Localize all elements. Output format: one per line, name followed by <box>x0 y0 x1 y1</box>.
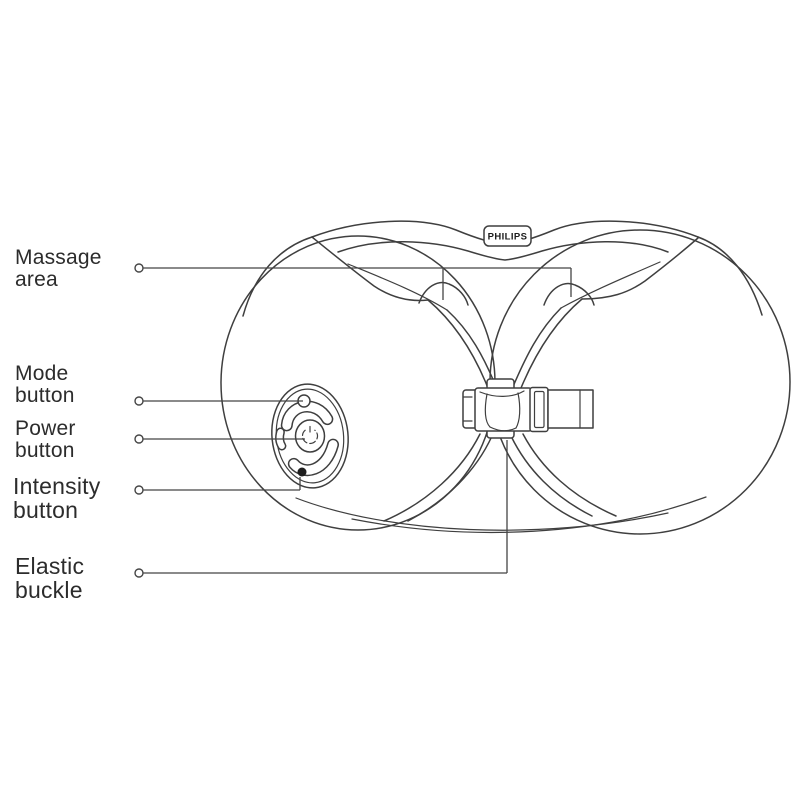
philips-badge-label: PHILIPS <box>488 232 528 243</box>
buckle-slot <box>529 386 549 433</box>
front-straps <box>427 298 583 390</box>
right-cushion <box>489 229 791 535</box>
label-power-button: Power button <box>15 417 76 462</box>
buckle-strap <box>547 389 594 429</box>
callout-dot-power-button <box>134 434 144 444</box>
label-mode-button: Mode button <box>15 362 75 407</box>
callout-dot-elastic-buckle <box>134 568 144 578</box>
control-dial <box>271 383 349 489</box>
callout-dot-mode-button <box>134 396 144 406</box>
label-intensity-button: Intensity button <box>13 473 101 523</box>
power-button-face <box>294 419 326 453</box>
callout-dot-intensity-button <box>134 485 144 495</box>
massage-roller-right <box>543 282 595 306</box>
buckle-body <box>474 387 533 432</box>
leader-power-button <box>134 434 305 444</box>
right-flap <box>560 236 763 316</box>
label-massage-area: Massage area <box>15 246 102 291</box>
leader-mode-button <box>134 396 303 406</box>
intensity-dot-icon <box>297 467 307 477</box>
philips-badge: PHILIPS <box>483 225 532 247</box>
label-elastic-buckle: Elastic buckle <box>15 553 85 603</box>
leader-elastic-buckle <box>134 440 508 578</box>
leader-massage-area <box>134 263 572 300</box>
power-icon <box>301 425 319 444</box>
callout-dot-massage-area <box>134 263 144 273</box>
left-flap <box>242 236 448 317</box>
left-cushion <box>220 235 496 531</box>
leader-intensity-button <box>134 477 301 495</box>
elastic-buckle-clip <box>462 378 594 439</box>
lower-straps <box>295 433 707 534</box>
massage-roller-left <box>418 281 469 306</box>
